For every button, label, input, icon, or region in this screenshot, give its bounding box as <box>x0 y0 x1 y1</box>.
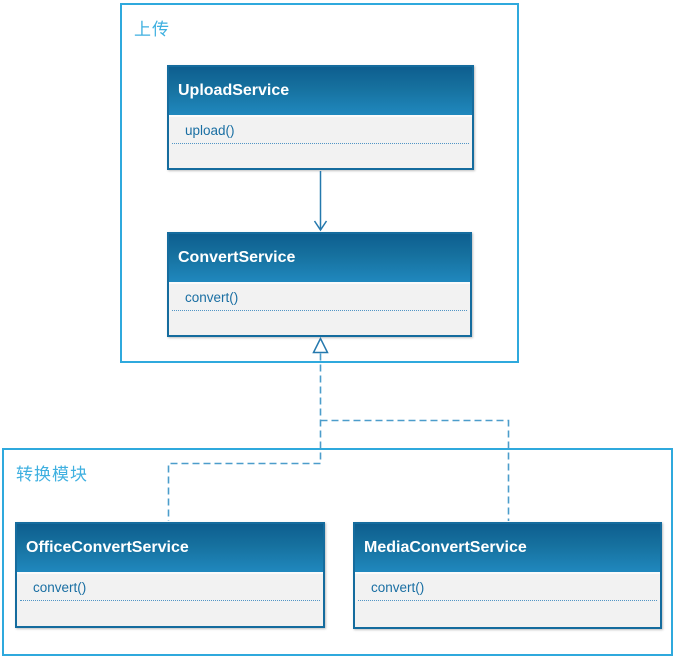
class-upload-service-header: UploadService <box>169 67 472 117</box>
class-convert-service: ConvertService convert() <box>167 232 472 337</box>
class-upload-service-body: upload() <box>169 117 472 168</box>
class-media-convert-service-body: convert() <box>355 574 660 627</box>
class-office-convert-service-method: convert() <box>20 574 320 601</box>
class-office-convert-service-body: convert() <box>17 574 323 626</box>
container-convert-module-label: 转换模块 <box>16 465 88 484</box>
class-upload-service-name: UploadService <box>178 82 290 99</box>
class-office-convert-service: OfficeConvertService convert() <box>15 522 325 628</box>
class-media-convert-service: MediaConvertService convert() <box>353 522 662 629</box>
class-media-convert-service-header: MediaConvertService <box>355 524 660 574</box>
class-office-convert-service-name: OfficeConvertService <box>26 539 189 556</box>
class-convert-service-method: convert() <box>172 284 467 311</box>
class-upload-service: UploadService upload() <box>167 65 474 170</box>
class-office-convert-service-header: OfficeConvertService <box>17 524 323 574</box>
class-convert-service-body: convert() <box>169 284 470 335</box>
class-convert-service-header: ConvertService <box>169 234 470 284</box>
class-upload-service-method: upload() <box>172 117 469 144</box>
container-upload-label: 上传 <box>134 20 170 39</box>
class-media-convert-service-name: MediaConvertService <box>364 539 527 556</box>
class-media-convert-service-method: convert() <box>358 574 657 601</box>
class-convert-service-name: ConvertService <box>178 249 296 266</box>
